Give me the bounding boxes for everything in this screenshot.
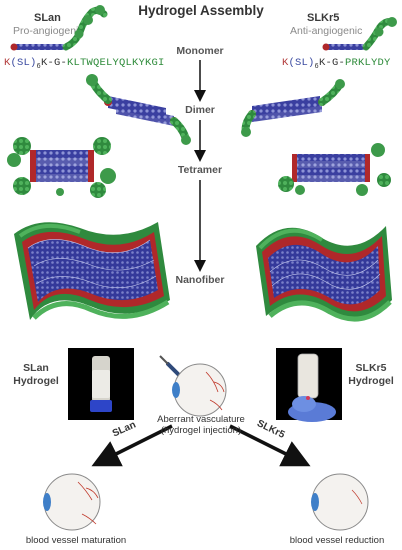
stage-monomer: Monomer	[176, 45, 224, 57]
center-eye-icon	[172, 363, 227, 417]
right-hydrogel-label: SLKr5 Hydrogel	[348, 362, 394, 387]
right-outcome-eye-icon	[311, 473, 369, 531]
aberrant-vasculature-caption: Aberrant vasculature (hydrogel injection…	[157, 414, 245, 436]
figure-title: Hydrogel Assembly	[138, 3, 264, 18]
left-monomer	[10, 5, 108, 51]
right-hydrogel-photo	[276, 348, 342, 422]
left-peptide-name: SLan	[34, 12, 61, 24]
right-peptide-sequence: K(SL)6K-G-PRKLYDY	[282, 57, 391, 72]
arrow-to-reduction	[229, 424, 311, 467]
right-nanofiber	[256, 226, 392, 322]
left-dimer	[86, 74, 191, 145]
right-peptide-description: Anti-angiogenic	[290, 25, 363, 37]
left-hydrogel-label: SLan Hydrogel	[13, 362, 59, 387]
stage-dimer: Dimer	[185, 104, 215, 116]
right-outcome-caption: blood vessel reduction	[289, 535, 385, 546]
left-hydrogel-photo	[68, 348, 134, 420]
stage-tetramer: Tetramer	[177, 164, 223, 176]
arrow-to-maturation	[91, 424, 173, 467]
right-tetramer	[278, 143, 391, 196]
left-outcome-caption: blood vessel maturation	[25, 535, 127, 546]
stage-nanofiber: Nanofiber	[175, 274, 225, 286]
right-dimer	[241, 79, 345, 137]
left-peptide-description: Pro-angiogenic	[13, 25, 84, 37]
right-monomer	[322, 17, 397, 51]
left-nanofiber	[14, 222, 170, 320]
left-outcome-eye-icon	[43, 473, 101, 531]
right-peptide-name: SLKr5	[307, 12, 340, 24]
left-tetramer	[7, 137, 116, 198]
left-peptide-sequence: K(SL)6K-G-KLTWQELYQLKYKGI	[4, 57, 165, 72]
